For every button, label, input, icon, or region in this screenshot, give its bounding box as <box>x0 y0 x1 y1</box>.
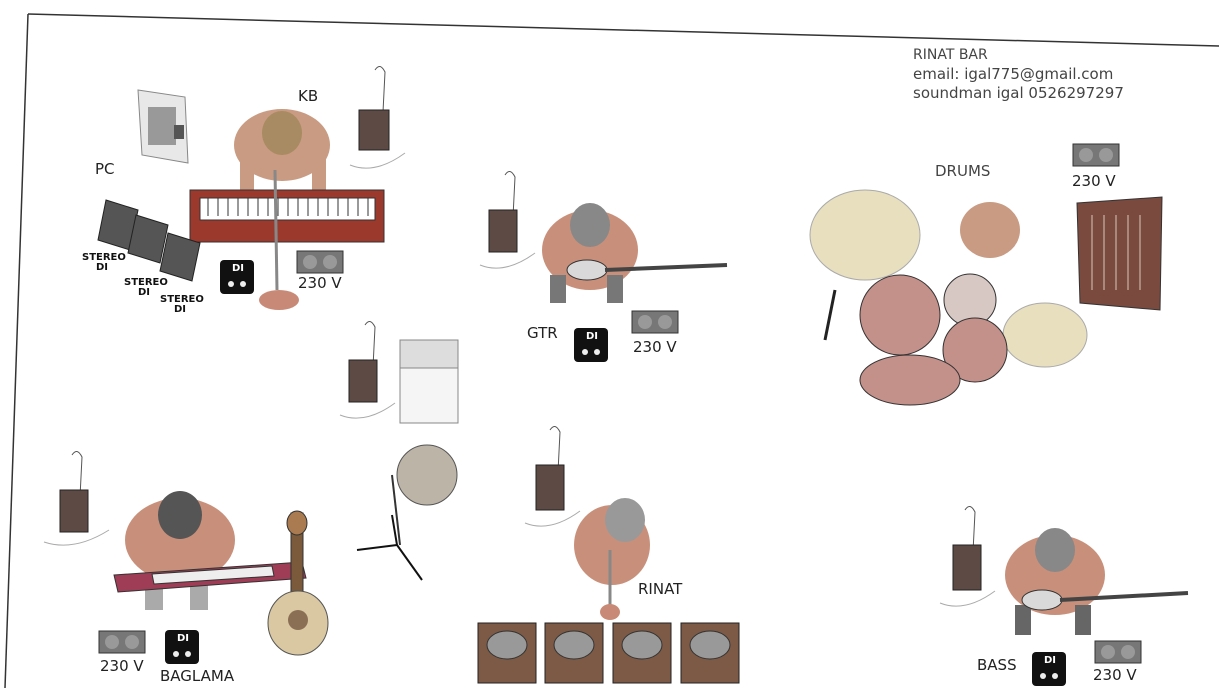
wireless-pack-icon <box>479 171 536 269</box>
contact-block: RINAT BAR email: igal775@gmail.com sound… <box>913 46 1124 103</box>
power-label-gtr: 230 V <box>633 338 677 356</box>
wireless-pack-icon <box>939 506 996 607</box>
drum-kit-icon <box>809 189 1088 406</box>
baglama-icon <box>267 510 329 656</box>
musician-icon <box>125 491 235 610</box>
rinat-label: RINAT <box>638 580 683 598</box>
power-outlet-icon <box>631 310 679 334</box>
drums-label: DRUMS <box>935 162 991 180</box>
stereo-di-icon <box>97 199 201 282</box>
di-box-icon <box>1032 652 1066 686</box>
power-label-bass: 230 V <box>1093 666 1137 684</box>
power-outlet-icon <box>1072 143 1120 167</box>
mixer-icon <box>1076 196 1163 311</box>
power-label-kb: 230 V <box>298 274 342 292</box>
contact-email: email: igal775@gmail.com <box>913 65 1114 83</box>
wireless-pack-icon <box>339 321 396 419</box>
di-box-icon <box>165 630 199 664</box>
power-label-baglama: 230 V <box>100 657 144 675</box>
stereo-di-label-2: STEREO DI <box>124 277 168 298</box>
stereo-di-label-3: STEREO DI <box>160 294 204 315</box>
musician-icon <box>234 109 330 195</box>
bass-label: BASS <box>977 656 1017 674</box>
guitar-icon <box>566 259 728 281</box>
di-label-gtr: DI <box>585 331 599 342</box>
power-outlet-icon <box>98 630 146 654</box>
power-outlet-icon <box>1094 640 1142 664</box>
wireless-pack-icon <box>43 451 110 546</box>
kb-label: KB <box>298 87 319 105</box>
keyboard-icon <box>189 189 385 243</box>
baglama-label: BAGLAMA <box>160 667 235 685</box>
gtr-label: GTR <box>527 324 558 342</box>
contact-phone: soundman igal 0526297297 <box>913 84 1124 102</box>
chair-icon <box>399 339 459 424</box>
di-label-bass: DI <box>1043 655 1057 666</box>
wireless-pack-icon <box>524 426 581 527</box>
mic-stand-icon <box>356 444 458 581</box>
guitar-icon <box>1021 589 1189 611</box>
musician-icon <box>574 498 650 620</box>
mic-stand-icon <box>259 169 299 310</box>
laptop-icon <box>137 89 189 164</box>
power-label-drums: 230 V <box>1072 172 1116 190</box>
musician-icon <box>542 203 638 303</box>
power-outlet-icon <box>296 250 344 274</box>
keyboard-icon <box>113 561 307 593</box>
pc-label: PC <box>95 160 115 178</box>
stereo-di-label-1: STEREO DI <box>82 252 126 273</box>
wireless-pack-icon <box>349 66 406 169</box>
contact-name: RINAT BAR <box>913 47 988 63</box>
musician-icon <box>1005 528 1105 635</box>
di-box-icon <box>574 328 608 362</box>
di-label-baglama: DI <box>176 633 190 644</box>
monitor-wedge-icon <box>477 622 740 684</box>
di-box-icon <box>220 260 254 294</box>
di-label-kb: DI <box>231 263 245 274</box>
